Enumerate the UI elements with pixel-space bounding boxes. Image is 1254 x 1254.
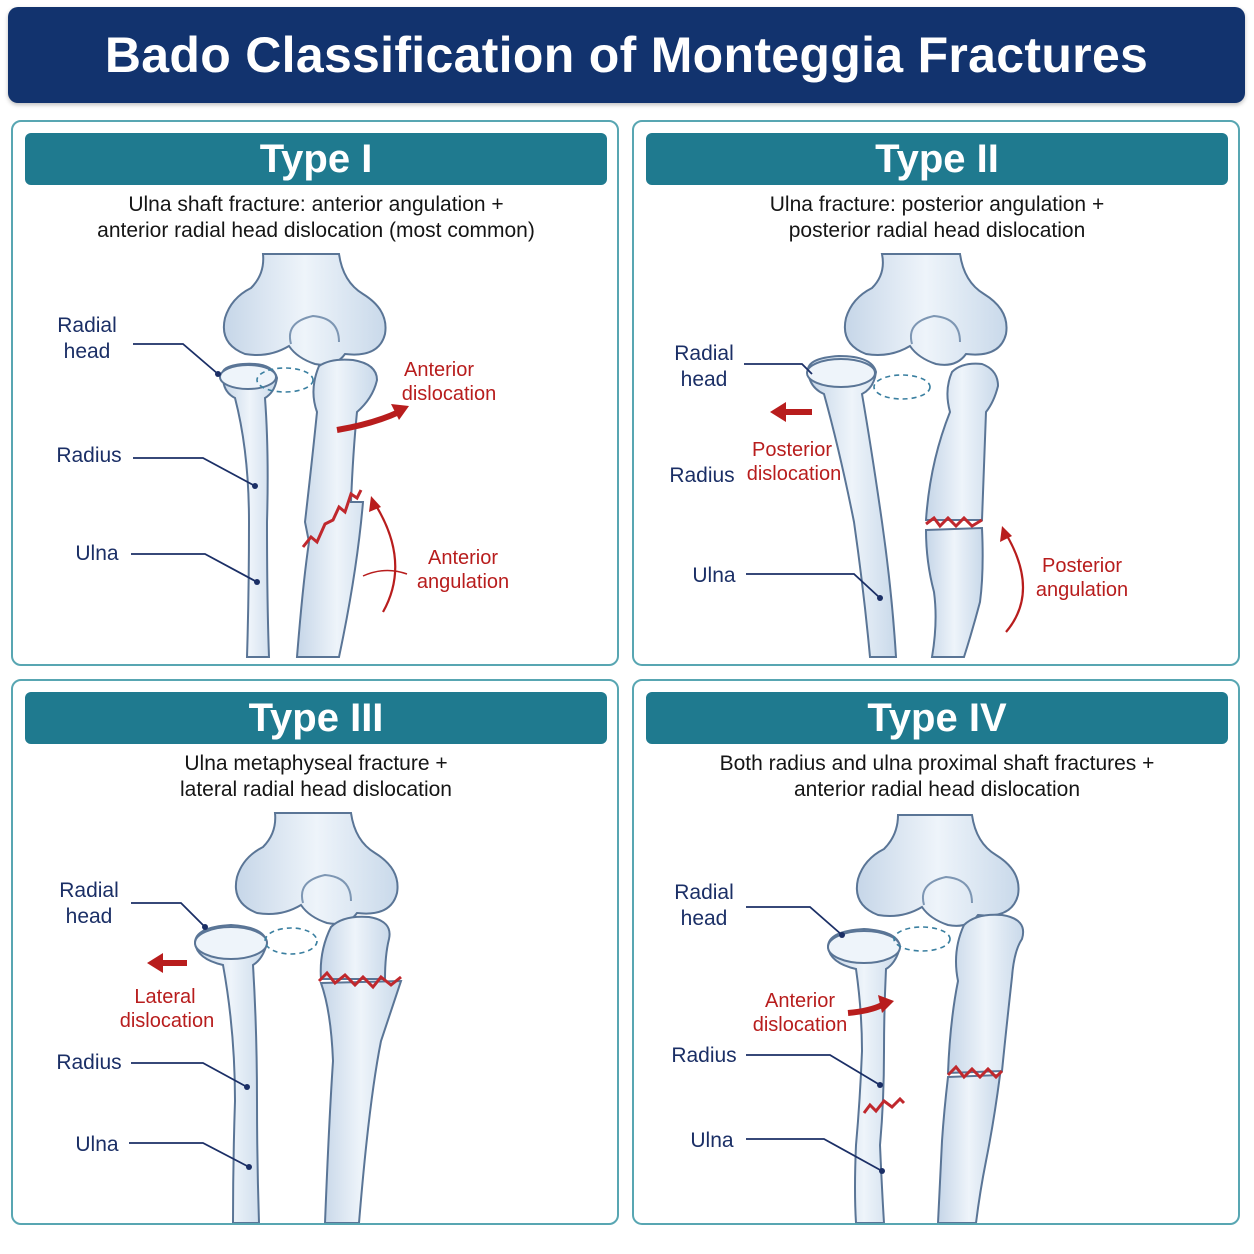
dislocation-annotation: dislocation: [753, 1014, 848, 1036]
dislocation-annotation: dislocation: [120, 1010, 215, 1032]
ulna-distal-fragment: [319, 979, 403, 1223]
panel-type-4: Type IV Both radius and ulna proximal sh…: [632, 679, 1240, 1225]
description-line: Ulna fracture: posterior angulation +: [769, 193, 1105, 216]
radial-head-label: head: [681, 368, 728, 391]
dislocation-annotation: dislocation: [402, 383, 497, 405]
angulation-annotation: Posterior: [1042, 555, 1122, 577]
dislocation-annotation: Lateral: [134, 986, 195, 1008]
panel-description: Ulna shaft fracture: anterior angulation…: [23, 192, 609, 244]
panel-title: Type IV: [646, 692, 1228, 744]
panel-title: Type III: [25, 692, 607, 744]
radial-head-label: head: [681, 907, 728, 930]
anterior-angulation-arrow: [374, 503, 397, 613]
type-1-illustration: Radial head Radius Ulna Anterior disloca…: [56, 253, 509, 658]
radial-head: [806, 358, 876, 388]
original-position-outline: [264, 927, 318, 955]
humerus-bone: [235, 812, 399, 925]
angulation-annotation: angulation: [417, 571, 509, 593]
dislocation-annotation: Anterior: [404, 359, 474, 381]
radial-head: [827, 930, 901, 964]
radial-head: [194, 926, 268, 960]
original-position-outline: [873, 374, 931, 400]
radius-bone: [193, 923, 269, 1223]
radial-head-label: Radial: [57, 314, 117, 337]
ulna-bone: [924, 362, 1000, 521]
humerus-bone: [856, 814, 1020, 927]
original-position-outline: [893, 926, 951, 952]
dislocation-annotation: dislocation: [747, 463, 842, 485]
radius-label: Radius: [669, 464, 734, 487]
fracture-line: [317, 970, 402, 990]
type-2-illustration: Radial head Radius Ulna Posterior disloc…: [669, 253, 1128, 658]
ulna-label: Ulna: [690, 1129, 734, 1152]
ulna-distal-fragment: [936, 1073, 1002, 1223]
description-line: anterior radial head dislocation: [793, 778, 1080, 801]
panel-type-1: Type I Ulna shaft fracture: anterior ang…: [11, 120, 619, 666]
panel-description: Ulna metaphyseal fracture + lateral radi…: [23, 751, 609, 803]
humerus-bone: [844, 253, 1008, 366]
radius-bone: [221, 362, 279, 658]
fracture-line: [925, 515, 983, 529]
ulna-label: Ulna: [75, 542, 119, 565]
radius-bone: [806, 354, 898, 658]
ulna-bone: [946, 913, 1024, 1075]
anterior-dislocation-arrow: [336, 409, 401, 433]
humerus-bone: [223, 253, 387, 366]
anterior-dislocation-arrow: [847, 1002, 884, 1016]
radius-fracture-line: [862, 1096, 906, 1114]
description-line: Ulna metaphyseal fracture +: [184, 752, 448, 775]
radial-head-label: Radial: [59, 879, 119, 902]
radius-label: Radius: [671, 1044, 736, 1067]
ulna-label: Ulna: [75, 1133, 119, 1156]
description-line: Both radius and ulna proximal shaft frac…: [719, 752, 1155, 775]
radial-head-label: Radial: [674, 342, 734, 365]
type-3-illustration: Radial head Radius Ulna Lateral dislocat…: [56, 812, 403, 1223]
fracture-line: [301, 489, 363, 548]
radius-label: Radius: [56, 444, 121, 467]
description-line: posterior radial head dislocation: [788, 219, 1086, 242]
description-line: lateral radial head dislocation: [179, 778, 452, 801]
ulna-bone: [319, 915, 391, 980]
panel-type-2: Type II Ulna fracture: posterior angulat…: [632, 120, 1240, 666]
panel-description: Both radius and ulna proximal shaft frac…: [644, 751, 1230, 803]
description-line: anterior radial head dislocation (most c…: [97, 219, 535, 242]
posterior-angulation-arrow: [1005, 533, 1024, 633]
angulation-annotation: angulation: [1036, 579, 1128, 601]
dislocation-annotation: Posterior: [752, 439, 832, 461]
angulation-annotation: Anterior: [428, 547, 498, 569]
description-line: Ulna shaft fracture: anterior angulation…: [128, 193, 504, 216]
panel-title: Type II: [646, 133, 1228, 185]
ulna-distal-fragment: [924, 526, 984, 658]
dislocation-annotation: Anterior: [765, 990, 835, 1012]
ulna-fracture-line: [946, 1064, 1004, 1080]
original-position-outline: [256, 367, 314, 393]
type-4-illustration: Radial head Radius Ulna Anterior disloca…: [671, 814, 1024, 1223]
radial-head-label: Radial: [674, 881, 734, 904]
panel-description: Ulna fracture: posterior angulation + po…: [644, 192, 1230, 244]
radial-head: [219, 364, 277, 390]
panel-title: Type I: [25, 133, 607, 185]
title-banner: Bado Classification of Monteggia Fractur…: [8, 7, 1245, 103]
radial-head-label: head: [64, 340, 111, 363]
radial-head-label: head: [66, 905, 113, 928]
radius-label: Radius: [56, 1051, 121, 1074]
ulna-label: Ulna: [692, 564, 736, 587]
main-title: Bado Classification of Monteggia Fractur…: [104, 27, 1149, 83]
panel-type-3: Type III Ulna metaphyseal fracture + lat…: [11, 679, 619, 1225]
